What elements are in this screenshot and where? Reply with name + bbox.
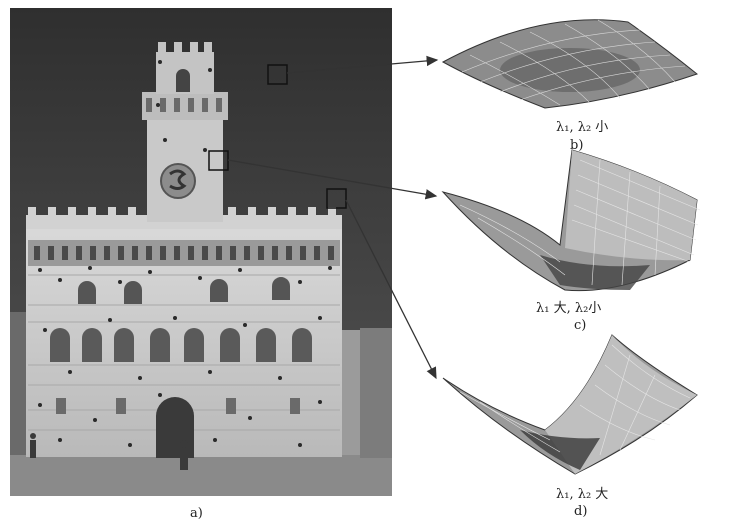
surface-edge-c bbox=[441, 149, 701, 292]
eigen-label-b: λ₁, λ₂ 小 bbox=[556, 120, 609, 135]
patch-box-sky bbox=[267, 64, 288, 85]
photo-panel-a bbox=[10, 8, 392, 496]
surface-corner-d bbox=[442, 334, 698, 475]
eigen-label-c: λ₁ 大, λ₂小 bbox=[536, 301, 602, 316]
caption-b: b) bbox=[570, 138, 584, 153]
arrow-to-d bbox=[345, 199, 437, 380]
arrow-to-b bbox=[286, 55, 439, 74]
caption-c: c) bbox=[574, 318, 587, 333]
surface-flat-b bbox=[441, 19, 699, 109]
arrow-to-c bbox=[227, 159, 438, 200]
patch-box-corner bbox=[326, 188, 347, 209]
caption-a: a) bbox=[190, 506, 203, 521]
eigen-label-d: λ₁, λ₂ 大 bbox=[556, 487, 609, 502]
caption-d: d) bbox=[574, 504, 588, 519]
